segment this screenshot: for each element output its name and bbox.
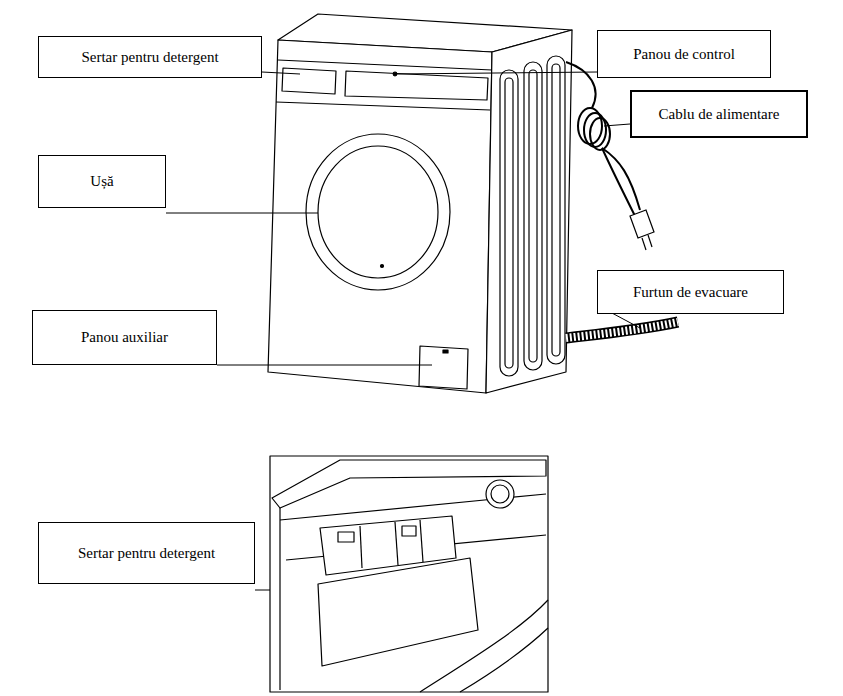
leader-line	[166, 213, 318, 214]
panel-bottom-line	[276, 102, 490, 110]
callout-box: Ușă	[38, 155, 166, 208]
auxiliary-panel	[419, 346, 468, 389]
callout-box: Panou de control	[597, 30, 771, 78]
side-tube	[500, 70, 518, 376]
inset-frame	[270, 456, 548, 692]
detergent-drawer	[282, 68, 336, 94]
plug-pin	[642, 238, 646, 250]
door-dot	[381, 265, 384, 268]
door-inner	[318, 146, 438, 278]
tray-divider	[395, 522, 398, 565]
part-label: Furtun de evacuare	[633, 284, 748, 301]
side-tube	[547, 56, 565, 364]
side-tube-inner	[505, 78, 513, 368]
machine-side	[486, 30, 572, 393]
leader-line	[395, 72, 597, 74]
tray-slot	[338, 532, 354, 542]
callout-box: Panou auxiliar	[32, 310, 217, 365]
part-label: Cablu de alimentare	[659, 106, 780, 123]
panel-notch	[443, 350, 448, 353]
inset-door-arc	[460, 628, 548, 692]
drain-hose	[566, 322, 678, 338]
panel-top-line	[278, 60, 492, 70]
door-outer	[306, 134, 450, 290]
power-cable	[602, 148, 640, 210]
side-tube-inner	[529, 70, 537, 362]
callout-box: Furtun de evacuare	[597, 270, 784, 314]
tray-divider	[360, 526, 362, 568]
cable-coil	[590, 118, 610, 150]
inset-knob-inner	[491, 485, 509, 503]
inset-door-arc	[420, 600, 548, 692]
drain-hose-ribs	[566, 322, 678, 338]
side-tube	[524, 62, 542, 370]
side-tube-inner	[552, 64, 560, 356]
tray-divider	[420, 520, 423, 562]
part-label: Sertar pentru detergent	[78, 545, 215, 562]
part-label: Panou auxiliar	[81, 329, 168, 346]
leader-line	[217, 365, 432, 366]
callout-box: Sertar pentru detergent	[38, 522, 255, 584]
leader-line	[604, 124, 630, 126]
control-panel	[345, 71, 488, 100]
plug-pin	[648, 235, 652, 247]
power-plug	[630, 210, 654, 238]
part-label: Sertar pentru detergent	[81, 49, 218, 66]
callout-box: Sertar pentru detergent	[38, 36, 262, 78]
leader-line	[262, 72, 300, 74]
inset-machine-top	[272, 460, 546, 508]
callout-box: Cablu de alimentare	[630, 90, 808, 138]
tray-slot	[402, 526, 416, 536]
inset-knob	[486, 480, 514, 508]
part-label: Ușă	[90, 173, 113, 190]
inset-edge	[279, 508, 280, 690]
part-label: Panou de control	[633, 46, 735, 63]
machine-front	[268, 40, 492, 393]
drawer-front	[318, 558, 478, 666]
power-cable	[566, 62, 596, 108]
